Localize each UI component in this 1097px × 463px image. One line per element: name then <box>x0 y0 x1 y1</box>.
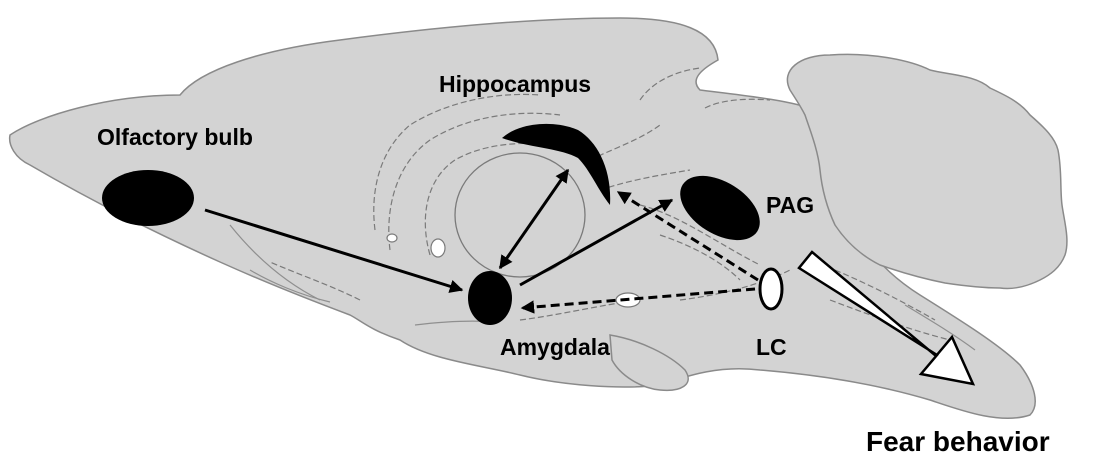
label-olfactory-bulb: Olfactory bulb <box>97 126 253 149</box>
label-lc: LC <box>756 336 787 359</box>
amygdala-region <box>468 271 512 325</box>
label-amygdala: Amygdala <box>500 336 610 359</box>
lc-region <box>760 269 782 309</box>
label-pag: PAG <box>766 194 814 217</box>
label-fear-behavior: Fear behavior <box>866 428 1050 456</box>
label-hippocampus: Hippocampus <box>439 73 591 96</box>
olfactory-bulb-region <box>102 170 194 226</box>
